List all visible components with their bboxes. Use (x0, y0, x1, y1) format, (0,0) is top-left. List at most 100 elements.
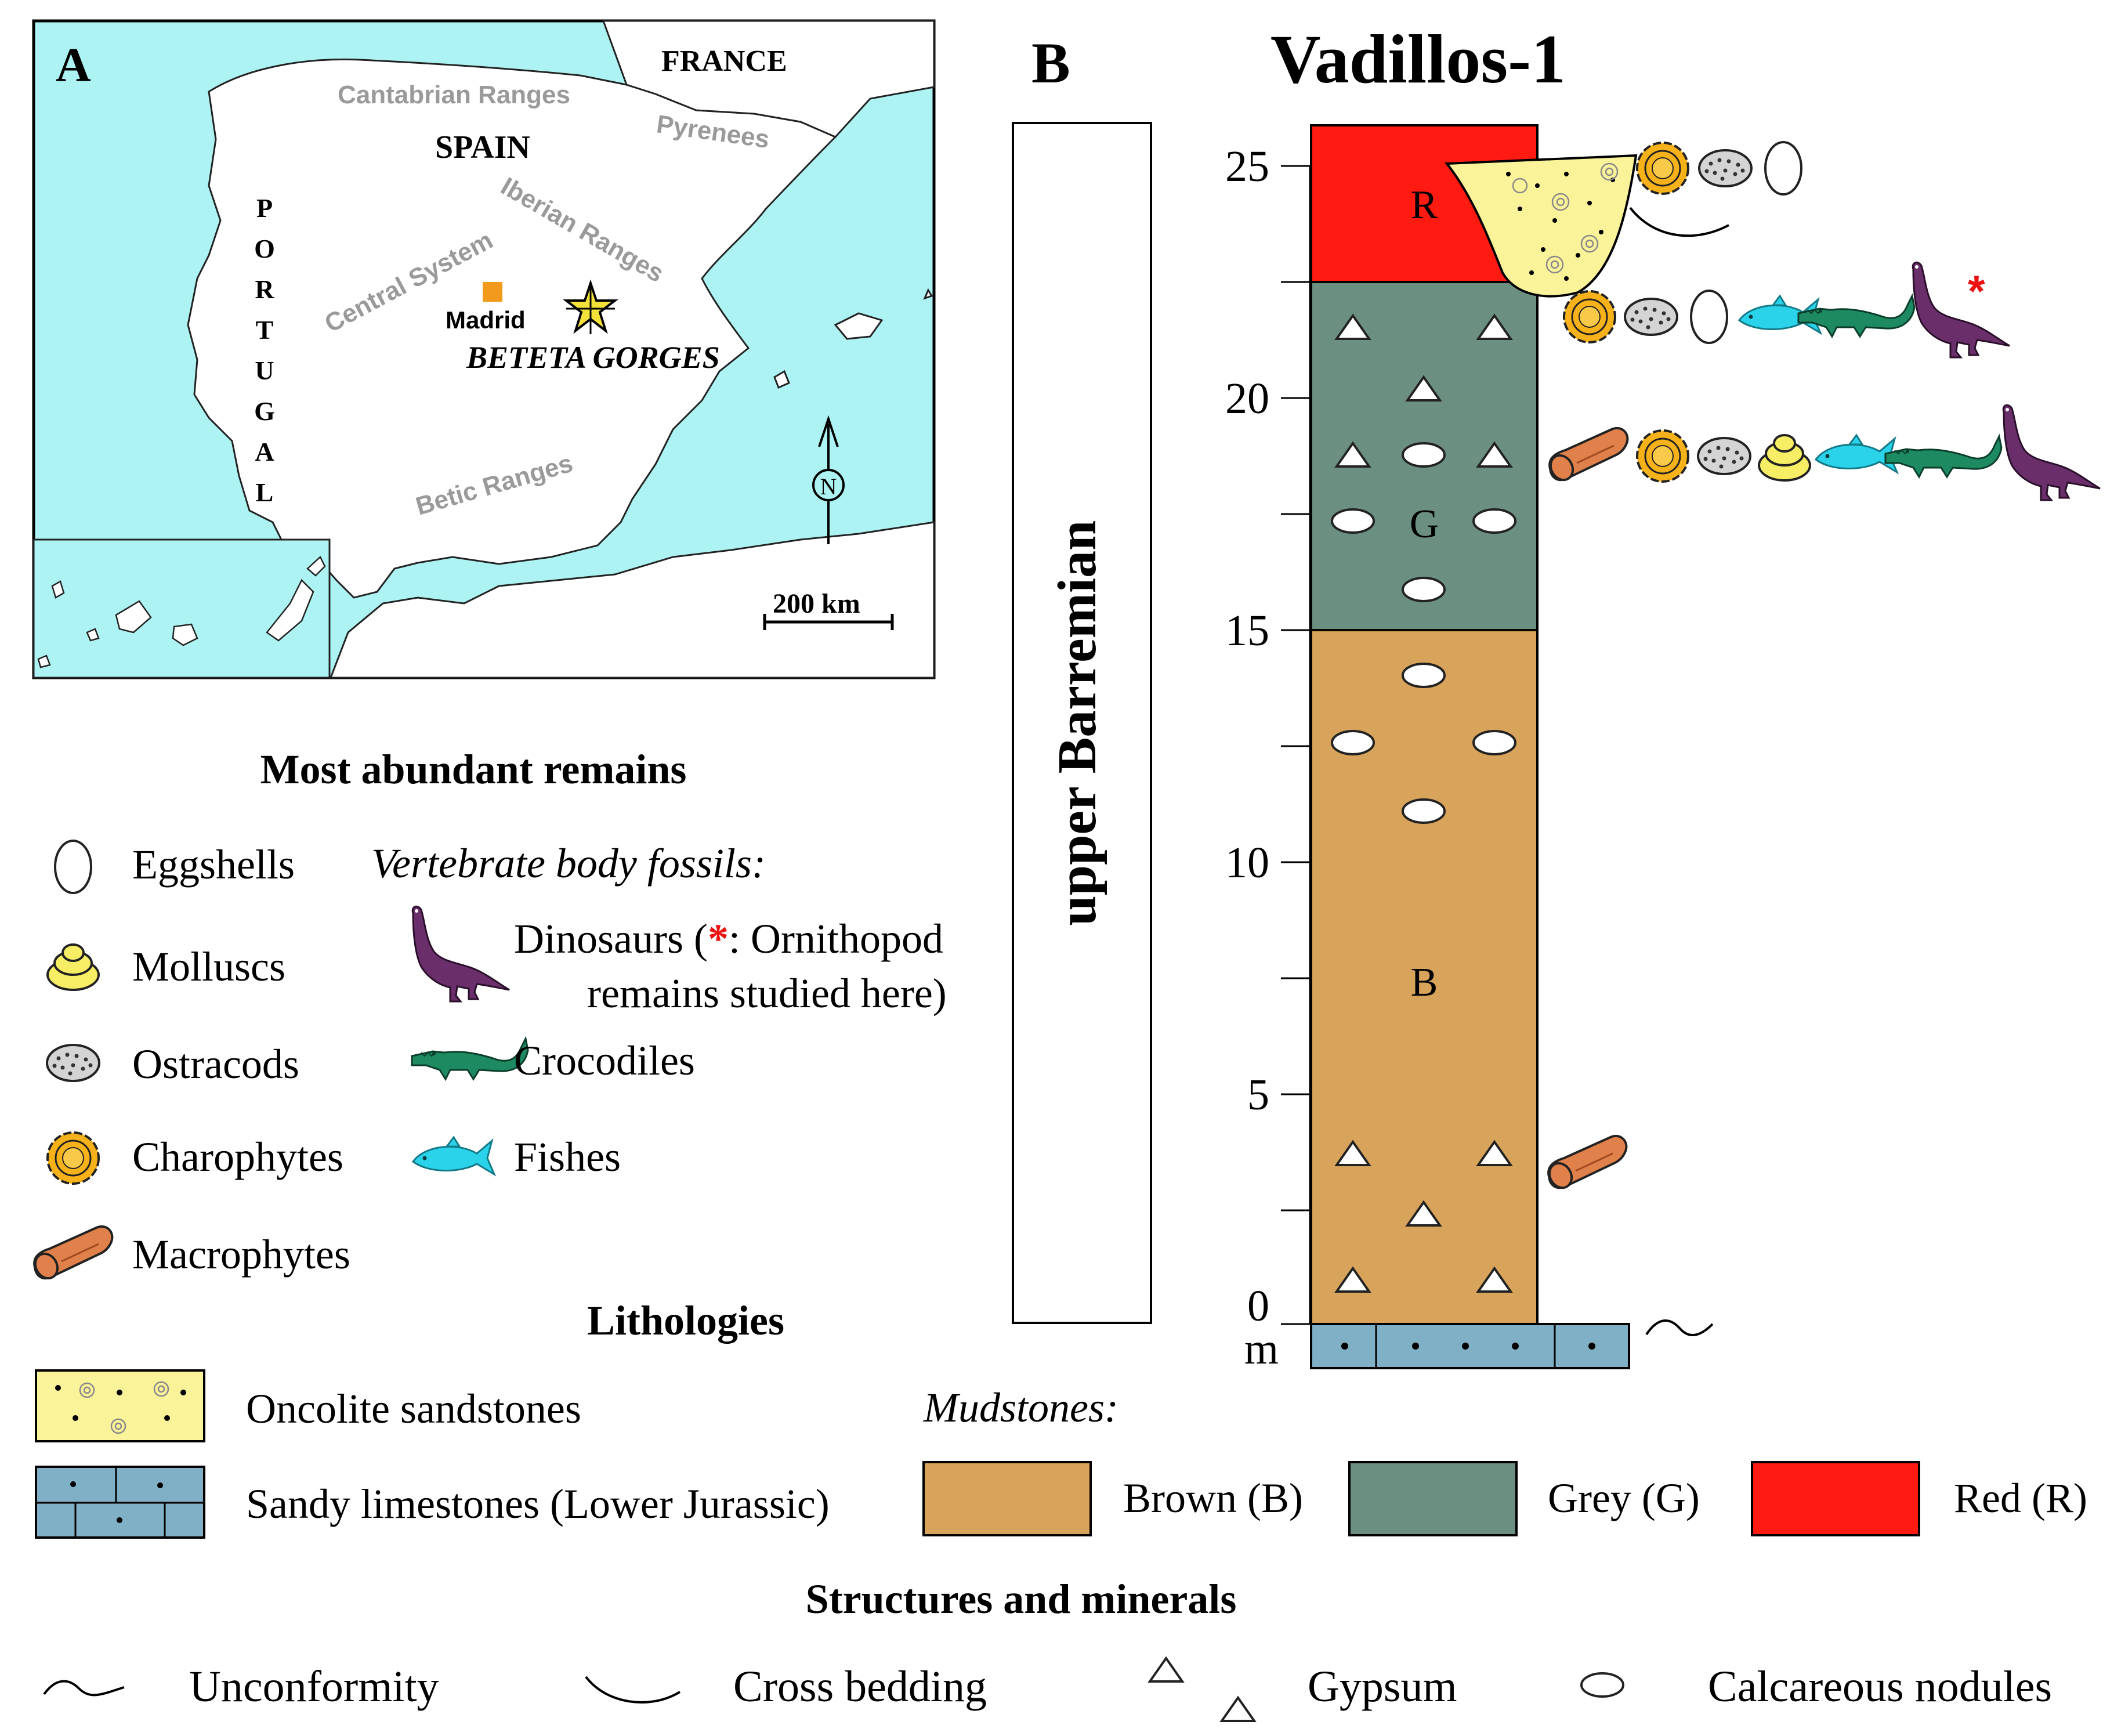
fossils-brown-bed (1544, 1134, 1628, 1194)
eggshell-icon (54, 840, 92, 894)
charophyte-icon (1636, 429, 1689, 483)
unconformity-icon (43, 1680, 125, 1697)
macrophyte-icon (30, 1225, 114, 1284)
fossils-lower-grey (1545, 404, 2101, 501)
charophyte-icon (46, 1131, 100, 1185)
nodule-icon (1580, 1672, 1624, 1698)
legend-remains: Most abundant remains Eggshells Molluscs… (30, 746, 947, 1284)
svg-text:U: U (255, 356, 274, 385)
legend-unconformity: Unconformity (189, 1662, 439, 1711)
north-arrow-icon: N (812, 415, 845, 544)
scale-label: 200 km (773, 588, 860, 619)
fossils-red-bed (1636, 141, 1802, 196)
beteta-star-icon (563, 279, 618, 334)
canary-islands (37, 555, 326, 668)
legend-fishes: Fishes (514, 1134, 621, 1180)
crocodile-icon (1884, 435, 2003, 478)
legend-cross-bedding: Cross bedding (733, 1662, 987, 1711)
svg-text:L: L (256, 478, 274, 507)
ornithopod-asterisk: * (1968, 267, 1985, 316)
fossils-upper-grey: * (1563, 261, 2011, 359)
legend-lithologies-title: Lithologies (587, 1297, 784, 1344)
oncolite-swatch (35, 1369, 205, 1442)
madrid-marker (483, 282, 502, 302)
fish-icon (412, 1136, 495, 1176)
cross-bedding-symbol (1629, 207, 1729, 237)
charophyte-icon (1636, 142, 1689, 195)
legend-ostracods: Ostracods (132, 1041, 299, 1087)
ostracod-icon (1698, 149, 1753, 187)
legend-charophytes: Charophytes (132, 1134, 343, 1180)
brown-swatch (922, 1461, 1092, 1536)
tick-20: 20 (1225, 374, 1269, 423)
legend-macrophytes: Macrophytes (132, 1231, 350, 1278)
gypsum-icon (1149, 1657, 1183, 1683)
canary-inset (32, 538, 331, 679)
label-cantabrian-ranges: Cantabrian Ranges (338, 81, 570, 109)
france-land (602, 20, 935, 138)
balearic-islands (773, 288, 933, 389)
svg-text:N: N (820, 473, 837, 500)
iberia-land (187, 58, 837, 599)
legend-oncolite: Oncolite sandstones (246, 1386, 581, 1432)
label-madrid: Madrid (446, 306, 526, 334)
legend-grey: Grey (G) (1548, 1475, 1700, 1521)
label-portugal: P O R T U G A L (254, 193, 275, 507)
dinosaur-icon (411, 905, 511, 1003)
tick-10: 10 (1225, 838, 1269, 887)
label-spain: SPAIN (435, 129, 530, 165)
eggshell-icon (1690, 290, 1728, 344)
grey-swatch (1348, 1461, 1518, 1536)
legend-vertebrate-heading: Vertebrate body fossils: (371, 840, 766, 887)
dinosaur-icon (1912, 261, 2011, 359)
legend-eggshells: Eggshells (132, 841, 295, 888)
svg-text:R: R (255, 274, 274, 304)
label-beteta-gorges: BETETA GORGES (466, 340, 720, 375)
crocodile-icon (411, 1037, 529, 1080)
legend-structures-title: Structures and minerals (806, 1576, 1237, 1622)
svg-text:T: T (256, 315, 274, 345)
eggshell-icon (1764, 141, 1802, 196)
macrophyte-icon (1544, 1134, 1628, 1194)
mollusc-icon (46, 943, 100, 991)
svg-text:A: A (255, 437, 274, 466)
bed-code-r: R (1411, 183, 1438, 227)
bed-code-b: B (1411, 960, 1438, 1005)
charophyte-icon (1563, 290, 1616, 343)
svg-text:O: O (254, 234, 275, 263)
tick-5: 5 (1247, 1070, 1269, 1119)
ostracod-icon (1697, 437, 1751, 475)
legend-dinosaurs-line1: Dinosaurs (*: Ornithopod (514, 916, 943, 962)
macrophyte-icon (1545, 426, 1629, 486)
svg-text:G: G (254, 396, 275, 426)
log-panel: B Vadillos-1 upper Barremian 25 (1012, 20, 2101, 1373)
panel-b-label: B (1031, 31, 1070, 95)
gypsum-icon (1221, 1697, 1255, 1722)
unconformity-symbol (1645, 1319, 1714, 1336)
oncolite-lens (1444, 154, 1638, 298)
svg-text:P: P (256, 193, 273, 223)
bed-code-g: G (1410, 502, 1439, 547)
cross-bedding-icon (585, 1676, 681, 1704)
panel-a-label: A (56, 38, 91, 92)
tick-25: 25 (1225, 142, 1269, 191)
legend-structures: Structures and minerals Unconformity Cro… (43, 1576, 2052, 1722)
log-title: Vadillos-1 (1270, 20, 1566, 97)
legend-dinosaurs-line2: remains studied here) (587, 970, 947, 1017)
map-panel: A FRANCE SPAIN P O R T U G A L Cantabria… (32, 19, 936, 679)
legend-brown: Brown (B) (1123, 1475, 1303, 1521)
legend-mudstones-heading: Mudstones: (923, 1384, 1118, 1431)
limestone-base (1310, 1323, 1630, 1369)
ostracod-icon (46, 1044, 100, 1082)
red-swatch (1751, 1461, 1920, 1536)
mollusc-icon (1758, 434, 1811, 482)
legend-molluscs: Molluscs (132, 943, 285, 990)
scale-bar (763, 614, 894, 630)
legend-remains-title: Most abundant remains (260, 746, 687, 793)
limestone-swatch (35, 1466, 205, 1539)
age-label: upper Barremian (1047, 520, 1107, 926)
legend-nodules: Calcareous nodules (1708, 1662, 2052, 1711)
depth-axis: 25 20 15 10 5 0 m (1225, 142, 1311, 1373)
legend-crocodiles: Crocodiles (514, 1037, 695, 1084)
